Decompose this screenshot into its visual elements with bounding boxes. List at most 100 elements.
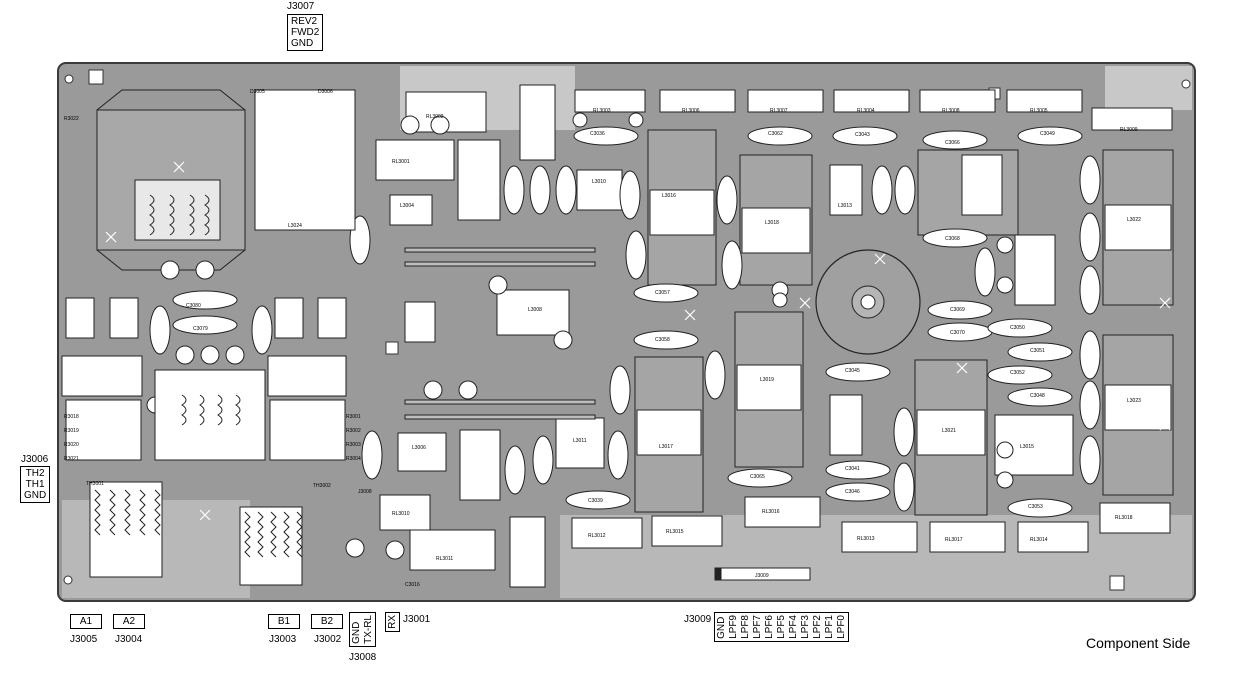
j3006-pin-th1: TH1	[25, 479, 45, 490]
round-pads	[146, 112, 1014, 560]
svg-text:R3020: R3020	[64, 442, 79, 448]
j3006-pin-gnd: GND	[24, 490, 47, 501]
svg-text:R3021: R3021	[64, 456, 79, 462]
j3007-pin-rev2: REV2	[291, 16, 318, 27]
svg-text:RL3011: RL3011	[436, 556, 453, 562]
connector-j3007-name: J3007	[287, 1, 315, 12]
svg-text:C3057: C3057	[655, 290, 670, 296]
connector-j3001-name: J3001	[403, 614, 431, 625]
svg-text:C3045: C3045	[845, 368, 860, 374]
svg-text:C3080: C3080	[186, 303, 201, 309]
svg-text:D3005: D3005	[250, 89, 265, 95]
connector-j3001-pins: RX	[385, 612, 400, 632]
svg-text:C3062: C3062	[768, 131, 783, 137]
svg-text:L3019: L3019	[760, 377, 774, 383]
svg-text:TH3001: TH3001	[86, 481, 104, 487]
svg-text:C3058: C3058	[655, 337, 670, 343]
svg-text:RL3002: RL3002	[426, 114, 444, 120]
j3006-pin-th2: TH2	[25, 468, 45, 479]
svg-text:C3036: C3036	[590, 131, 605, 137]
svg-text:L3024: L3024	[288, 223, 302, 229]
svg-text:L3006: L3006	[412, 445, 426, 451]
left-resistor-arrays	[94, 489, 303, 558]
svg-text:L3011: L3011	[573, 438, 587, 444]
connector-j3008-pins: GND TX-RL	[349, 612, 376, 647]
capacitor-ovals	[149, 126, 1101, 518]
svg-text:RL3001: RL3001	[392, 159, 410, 165]
svg-text:RL3016: RL3016	[762, 509, 780, 515]
svg-text:R3018: R3018	[64, 414, 79, 420]
left-component-cells	[61, 89, 356, 586]
connector-j3002-name: J3002	[314, 634, 342, 645]
svg-text:RL3017: RL3017	[945, 537, 963, 543]
inductor-blocks	[389, 129, 1174, 516]
x-marks	[105, 161, 1171, 521]
svg-text:L3018: L3018	[765, 220, 779, 226]
svg-text:RL3018: RL3018	[1115, 515, 1133, 521]
j3003-pin-b1: B1	[277, 616, 291, 627]
connector-j3007-pins: REV2 FWD2 GND	[287, 14, 324, 51]
connector-j3003-pins: B1	[268, 614, 300, 629]
coil-symbols	[149, 194, 241, 426]
svg-text:RL3005: RL3005	[1030, 108, 1048, 114]
connector-j3009-pins: GND LPF9 LPF8 LPF7 LPF6 LPF5 LPF4 LPF3 L…	[714, 612, 849, 642]
svg-text:TH3002: TH3002	[313, 483, 331, 489]
svg-text:C3052: C3052	[1010, 370, 1025, 376]
svg-text:RL3014: RL3014	[1030, 537, 1048, 543]
svg-text:C3048: C3048	[1030, 393, 1045, 399]
svg-text:L3010: L3010	[592, 179, 606, 185]
transformer-t3001	[96, 89, 246, 271]
j3004-pin-a2: A2	[122, 616, 136, 627]
svg-text:R3004: R3004	[346, 456, 361, 462]
svg-text:L3023: L3023	[1127, 398, 1141, 404]
connector-j3006-name: J3006	[21, 454, 49, 465]
connector-j3004-pins: A2	[113, 614, 145, 629]
svg-text:RL3010: RL3010	[392, 511, 410, 517]
svg-text:C3053: C3053	[1028, 504, 1043, 510]
svg-text:RL3009: RL3009	[1120, 127, 1138, 133]
svg-text:L3022: L3022	[1127, 217, 1141, 223]
svg-text:R3019: R3019	[64, 428, 79, 434]
connector-j3003-name: J3003	[269, 634, 297, 645]
svg-text:L3013: L3013	[838, 203, 852, 209]
svg-text:C3041: C3041	[845, 466, 860, 472]
svg-text:L3016: L3016	[662, 193, 676, 199]
connector-j3006-pins: TH2 TH1 GND	[20, 466, 51, 503]
connector-j3009-name: J3009	[684, 614, 712, 625]
svg-text:RL3006: RL3006	[682, 108, 700, 114]
j3007-pin-gnd: GND	[291, 38, 314, 49]
connector-j3008-name: J3008	[349, 652, 377, 663]
svg-text:C3069: C3069	[950, 307, 965, 313]
svg-text:C3079: C3079	[193, 326, 208, 332]
connector-j3004-name: J3004	[115, 634, 143, 645]
relay-row-bottom	[379, 494, 1171, 588]
svg-text:RL3007: RL3007	[770, 108, 788, 114]
svg-text:C3016: C3016	[405, 582, 420, 588]
svg-text:C3046: C3046	[845, 489, 860, 495]
svg-text:RL3004: RL3004	[857, 108, 875, 114]
svg-text:R3022: R3022	[64, 116, 79, 122]
svg-text:L3015: L3015	[1020, 444, 1034, 450]
svg-text:J3009: J3009	[755, 573, 769, 579]
j3005-pin-a1: A1	[79, 616, 93, 627]
svg-text:D3006: D3006	[318, 89, 333, 95]
bus-bars	[404, 247, 596, 420]
svg-text:C3065: C3065	[750, 474, 765, 480]
svg-text:J3008: J3008	[358, 489, 372, 495]
svg-text:RL3008: RL3008	[942, 108, 960, 114]
connector-j3005-pins: A1	[70, 614, 102, 629]
svg-text:C3039: C3039	[588, 498, 603, 504]
connector-j3002-pins: B2	[311, 614, 343, 629]
svg-text:C3049: C3049	[1040, 131, 1055, 137]
svg-text:R3003: R3003	[346, 442, 361, 448]
svg-text:R3002: R3002	[346, 428, 361, 434]
svg-text:RL3003: RL3003	[593, 108, 611, 114]
svg-text:L3017: L3017	[659, 444, 673, 450]
svg-text:C3043: C3043	[855, 132, 870, 138]
svg-text:C3051: C3051	[1030, 348, 1045, 354]
svg-text:R3001: R3001	[346, 414, 361, 420]
svg-text:L3021: L3021	[942, 428, 956, 434]
svg-text:C3070: C3070	[950, 330, 965, 336]
svg-text:RL3012: RL3012	[588, 533, 606, 539]
